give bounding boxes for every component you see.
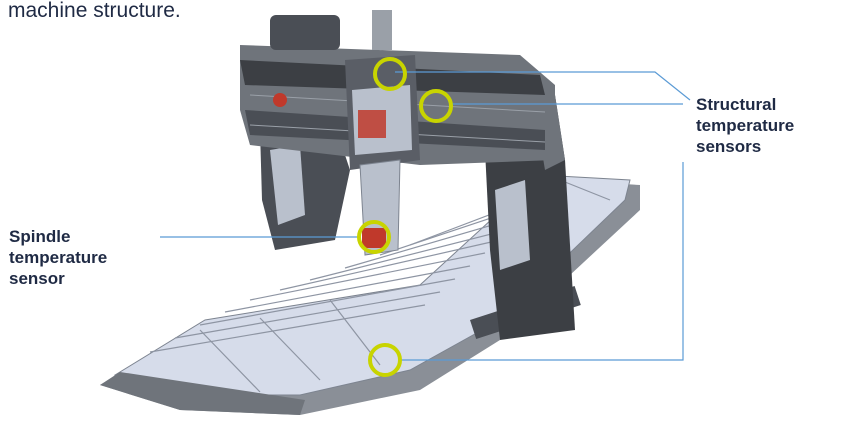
structural-sensors-label: Structural temperature sensors	[696, 94, 794, 157]
sensor-circle-spindle	[357, 220, 391, 254]
sensor-circle-top	[373, 57, 407, 91]
spindle-sensor-label: Spindle temperature sensor	[9, 226, 107, 289]
sensor-highlights	[357, 57, 453, 377]
structural-label-line-1: Structural	[696, 95, 777, 114]
leader-lines	[160, 71, 691, 361]
spindle-label-line-3: sensor	[9, 269, 65, 288]
leader-line-bottom	[400, 162, 684, 361]
sensor-circle-base	[368, 343, 402, 377]
spindle-label-line-2: temperature	[9, 248, 108, 267]
sensor-circle-beam	[419, 89, 453, 123]
leader-line-top	[395, 71, 691, 101]
structural-label-line-3: sensors	[696, 137, 762, 156]
caption-text: machine structure.	[8, 0, 181, 22]
spindle-label-line-1: Spindle	[9, 227, 71, 246]
spindle-head	[345, 10, 420, 256]
structural-label-line-2: temperature	[696, 116, 795, 135]
